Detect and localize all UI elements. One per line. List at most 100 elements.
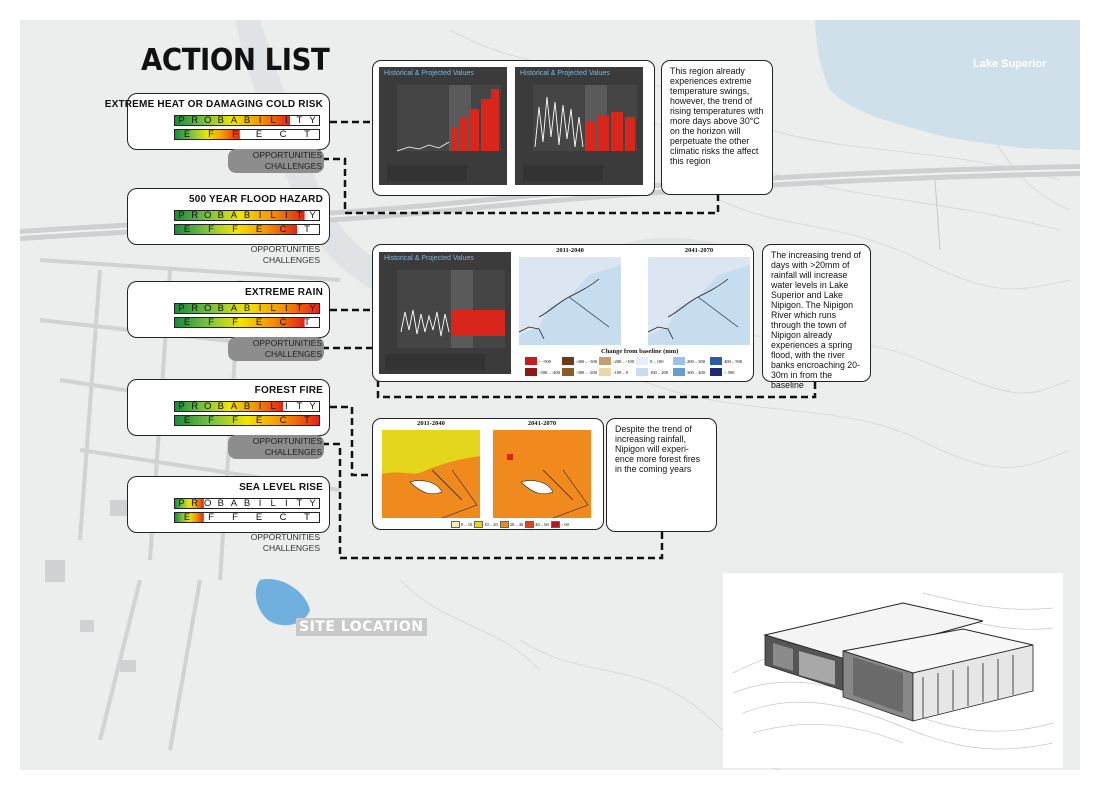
rain-map-1-title: 2011-2040 — [556, 247, 584, 254]
legend-swatch — [525, 368, 537, 376]
effect-letter: F — [232, 224, 238, 235]
probability-letter: P — [178, 401, 185, 412]
effect-letter: E — [255, 224, 263, 235]
probability-letter: R — [191, 498, 199, 509]
heat-chart-1-plot — [387, 85, 501, 181]
legend-swatch — [599, 368, 611, 376]
legend-swatch — [673, 357, 685, 365]
probability-letter: A — [230, 401, 238, 412]
probability-letter: I — [284, 115, 288, 126]
legend-label: 400 – 500 — [724, 358, 742, 364]
probability-letter: B — [217, 210, 224, 221]
probability-letter: I — [258, 303, 262, 314]
legend-swatch — [562, 357, 574, 365]
probability-letter: O — [204, 115, 212, 126]
building-render — [723, 573, 1063, 768]
probability-letter: I — [258, 498, 262, 509]
effect-letter: T — [304, 224, 310, 235]
probability-letter: T — [296, 303, 303, 314]
heat-chart-2: Historical & Projected Values — [515, 67, 643, 185]
probability-letter: L — [270, 498, 276, 509]
rain-map-2-drawing — [647, 257, 750, 340]
challenges-label: CHALLENGES — [264, 161, 322, 171]
legend-swatch — [525, 357, 537, 365]
probability-letter: L — [270, 115, 276, 126]
probability-letter: B — [243, 115, 251, 126]
probability-letter: I — [258, 115, 262, 126]
rain-chart-plot — [385, 270, 505, 370]
rain-legend-item: 300 – 400 — [673, 368, 705, 376]
risk-title: SEA LEVEL RISE — [239, 482, 323, 493]
probability-letter: B — [217, 303, 224, 314]
effect-letter: E — [255, 129, 263, 140]
fire-map-2-title: 2041-2070 — [527, 420, 557, 427]
rain-legend-title: Change from baseline (mm) — [601, 348, 679, 355]
fire-map-1-title: 2011-2040 — [417, 420, 445, 427]
challenges-label: CHALLENGES — [264, 447, 322, 457]
rain-legend-item: 200 – 300 — [673, 357, 705, 365]
rain-chart-title: Historical & Projected Values — [384, 255, 474, 262]
legend-label: 200 – 300 — [687, 358, 705, 364]
legend-swatch — [636, 357, 648, 365]
heat-chart-2-title: Historical & Projected Values — [520, 70, 610, 77]
legend-label: 300 – 400 — [687, 369, 705, 375]
probability-letter: T — [296, 498, 303, 509]
probability-letter: B — [243, 401, 251, 412]
effect-letter: C — [279, 129, 287, 140]
heat-chart-1-title: Historical & Projected Values — [384, 70, 474, 77]
rain-legend-item: 0 – 100 — [636, 357, 664, 365]
probability-letter: B — [217, 401, 224, 412]
legend-label: 40 – 60 — [535, 521, 549, 527]
risk-title: EXTREME HEAT OR DAMAGING COLD RISK — [104, 99, 323, 110]
effect-letter: T — [304, 415, 310, 426]
probability-letter: B — [217, 498, 224, 509]
fire-map-2041-2070: 2041-2070 — [493, 420, 591, 519]
probability-letter: A — [230, 303, 238, 314]
legend-label: -300 – -200 — [576, 369, 597, 375]
probability-letter: L — [270, 401, 276, 412]
rain-map-1-drawing — [518, 257, 621, 340]
probability-letter: R — [191, 303, 199, 314]
fire-map-2-drawing — [507, 454, 589, 519]
effect-letter: E — [183, 224, 191, 235]
legend-label: 10 – 20 — [484, 521, 498, 527]
probability-letter: Y — [309, 498, 316, 509]
opportunities-label: OPPORTUNITIES — [252, 436, 322, 446]
fire-legend-item: > 60 — [550, 520, 569, 528]
fire-legend-item: 10 – 20 — [474, 520, 498, 528]
opportunities-label: OPPORTUNITIES — [250, 244, 320, 254]
probability-letter: B — [217, 115, 224, 126]
probability-letter: Y — [309, 401, 316, 412]
probability-letter: B — [243, 498, 251, 509]
probability-letter: R — [191, 210, 199, 221]
legend-swatch — [474, 520, 484, 528]
challenges-label: CHALLENGES — [264, 349, 322, 359]
fire-map-1-drawing — [382, 456, 480, 519]
rain-legend-item: -200 – -100 — [599, 357, 634, 365]
effect-letter: F — [232, 129, 238, 140]
effect-letter: T — [304, 512, 310, 523]
legend-label: < -500 — [539, 358, 551, 364]
site-location-label: SITE LOCATION — [296, 618, 427, 636]
probability-letter: T — [296, 210, 303, 221]
probability-letter: P — [178, 115, 185, 126]
rain-map-2041-2070: 2041-2070 — [647, 247, 750, 345]
rain-legend-item: < -500 — [525, 357, 551, 365]
probability-letter: Y — [309, 210, 316, 221]
rain-chart: Historical & Projected Values — [379, 252, 511, 374]
